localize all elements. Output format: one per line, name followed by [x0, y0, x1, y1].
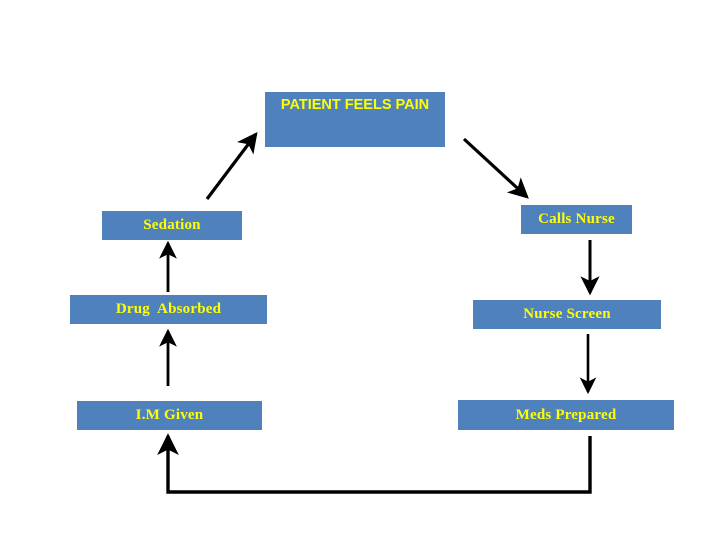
node-meds-prepared[interactable]: Meds Prepared: [458, 400, 674, 430]
node-nurse-screen[interactable]: Nurse Screen: [473, 300, 661, 329]
node-label-im-given: I.M Given: [135, 407, 204, 424]
node-drug-absorbed[interactable]: Drug Absorbed: [70, 295, 267, 324]
connector-sedation-to-pain: [205, 131, 258, 200]
connector-pain-to-calls-nurse: [462, 137, 529, 199]
node-label-meds-prepared: Meds Prepared: [515, 406, 617, 423]
node-label-patient-feels-pain: PATIENT FEELS PAIN: [280, 97, 430, 113]
node-label-drug-absorbed: Drug Absorbed: [115, 301, 222, 318]
node-patient-feels-pain[interactable]: PATIENT FEELS PAIN: [265, 92, 445, 147]
connector-meds-prepared-to-im-given: [157, 433, 592, 494]
node-label-nurse-screen: Nurse Screen: [523, 306, 611, 323]
node-label-sedation: Sedation: [143, 217, 201, 234]
node-label-calls-nurse: Calls Nurse: [538, 211, 615, 228]
node-calls-nurse[interactable]: Calls Nurse: [521, 205, 632, 234]
node-im-given[interactable]: I.M Given: [77, 401, 262, 430]
node-sedation[interactable]: Sedation: [102, 211, 242, 240]
